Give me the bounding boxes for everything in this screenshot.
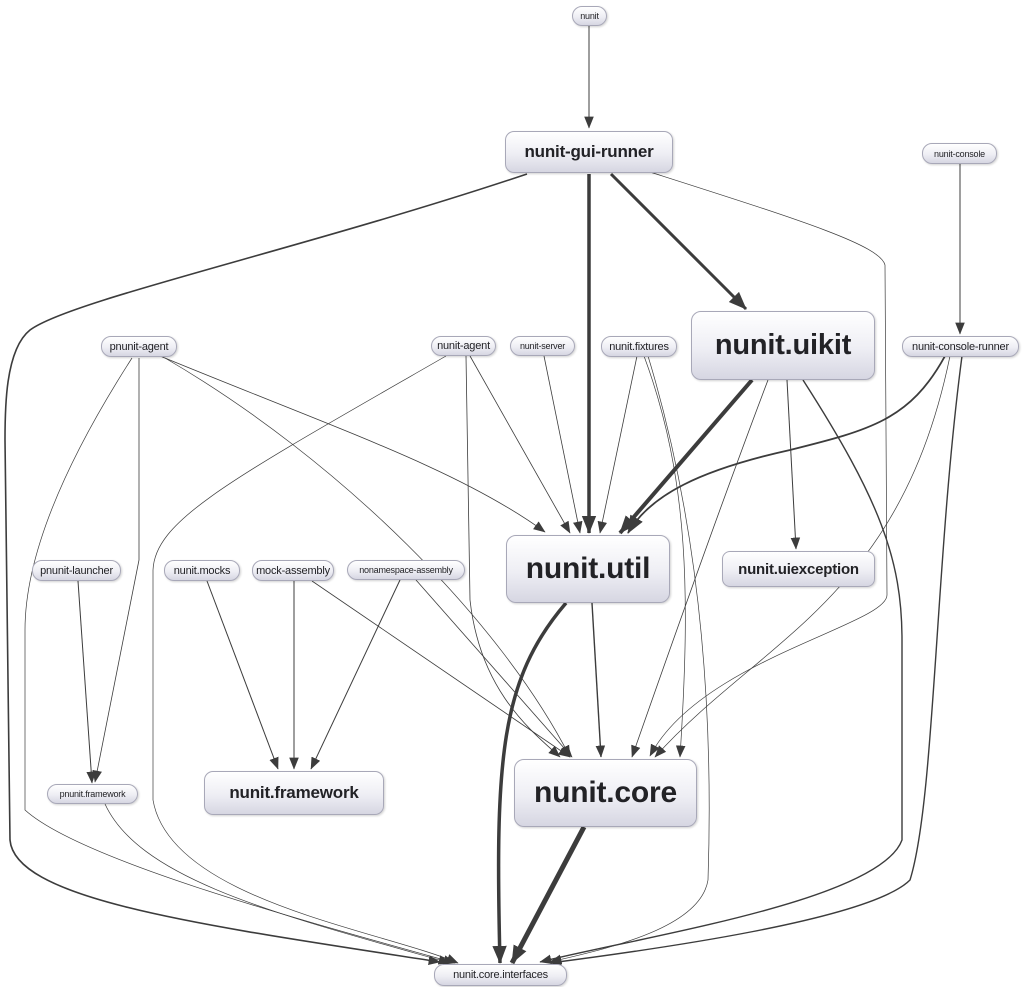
edge-nunit-agent-to-core-interfaces [152,355,459,964]
edge-nonamespace-assembly-to-core [415,579,573,758]
node-nunit-util[interactable]: nunit.util [506,535,670,603]
node-pnunit-framework[interactable]: pnunit.framework [47,784,138,804]
node-pnunit-launcher[interactable]: pnunit-launcher [32,560,121,581]
edge-pnunit-agent-to-core [164,357,571,758]
edge-console-runner-to-core-interfaces [549,355,963,967]
edge-mock-assembly-to-core [311,580,571,758]
node-nunit-agent[interactable]: nunit-agent [431,336,496,356]
edge-nonamespace-assembly-to-framework [310,579,401,770]
edge-console-runner-to-util [627,355,946,534]
node-nunit-core-interfaces[interactable]: nunit.core.interfaces [434,964,567,986]
node-nonamespace-assembly[interactable]: nonamespace-assembly [347,560,465,580]
node-nunit[interactable]: nunit [572,6,607,26]
edge-console-runner-to-core [654,355,951,758]
edge-pnunit-agent-to-util [159,355,546,533]
edge-uikit-to-util [618,378,754,535]
edge-fixtures-to-util [597,355,638,534]
edge-nunit-server-to-util [543,355,583,534]
node-nunit-console[interactable]: nunit-console [922,143,997,164]
node-mock-assembly[interactable]: mock-assembly [252,560,334,581]
edge-pnunit-agent-to-pnunit-framework [92,358,140,783]
edge-uikit-to-core [631,379,769,758]
edge-core-to-core-interfaces [509,825,587,965]
node-nunit-framework[interactable]: nunit.framework [204,771,384,815]
edge-uikit-to-uiexception [786,379,801,550]
node-nunit-core[interactable]: nunit.core [514,759,697,827]
edge-gui-runner-to-uikit [609,172,748,311]
node-nunit-uiexception[interactable]: nunit.uiexception [722,551,875,587]
node-nunit-mocks[interactable]: nunit.mocks [164,560,240,581]
node-nunit-fixtures[interactable]: nunit.fixtures [601,336,677,357]
edge-fixtures-to-core-interfaces [549,355,710,965]
node-pnunit-agent[interactable]: pnunit-agent [101,336,177,357]
edge-pnunit-launcher-to-pnunit-framework [77,580,97,784]
edge-mocks-to-framework [206,580,279,770]
edge-gui-runner-to-core-interfaces [4,173,528,966]
edge-nunit-agent-to-core [465,355,561,758]
node-nunit-server[interactable]: nunit-server [510,336,575,356]
node-nunit-gui-runner[interactable]: nunit-gui-runner [505,131,673,173]
edge-gui-runner-to-core [649,171,888,757]
node-nunit-uikit[interactable]: nunit.uikit [691,311,875,380]
edge-fixtures-to-core [643,355,686,758]
edge-nunit-agent-to-util [469,355,571,534]
edge-pnunit-agent-to-core-interfaces [24,357,456,965]
edge-uikit-to-core-interfaces [539,379,903,964]
edge-util-to-core-interfaces [492,601,568,964]
edge-util-to-core [591,602,606,758]
node-nunit-console-runner[interactable]: nunit-console-runner [902,336,1019,357]
edge-pnunit-framework-to-core-interfaces [104,803,451,965]
